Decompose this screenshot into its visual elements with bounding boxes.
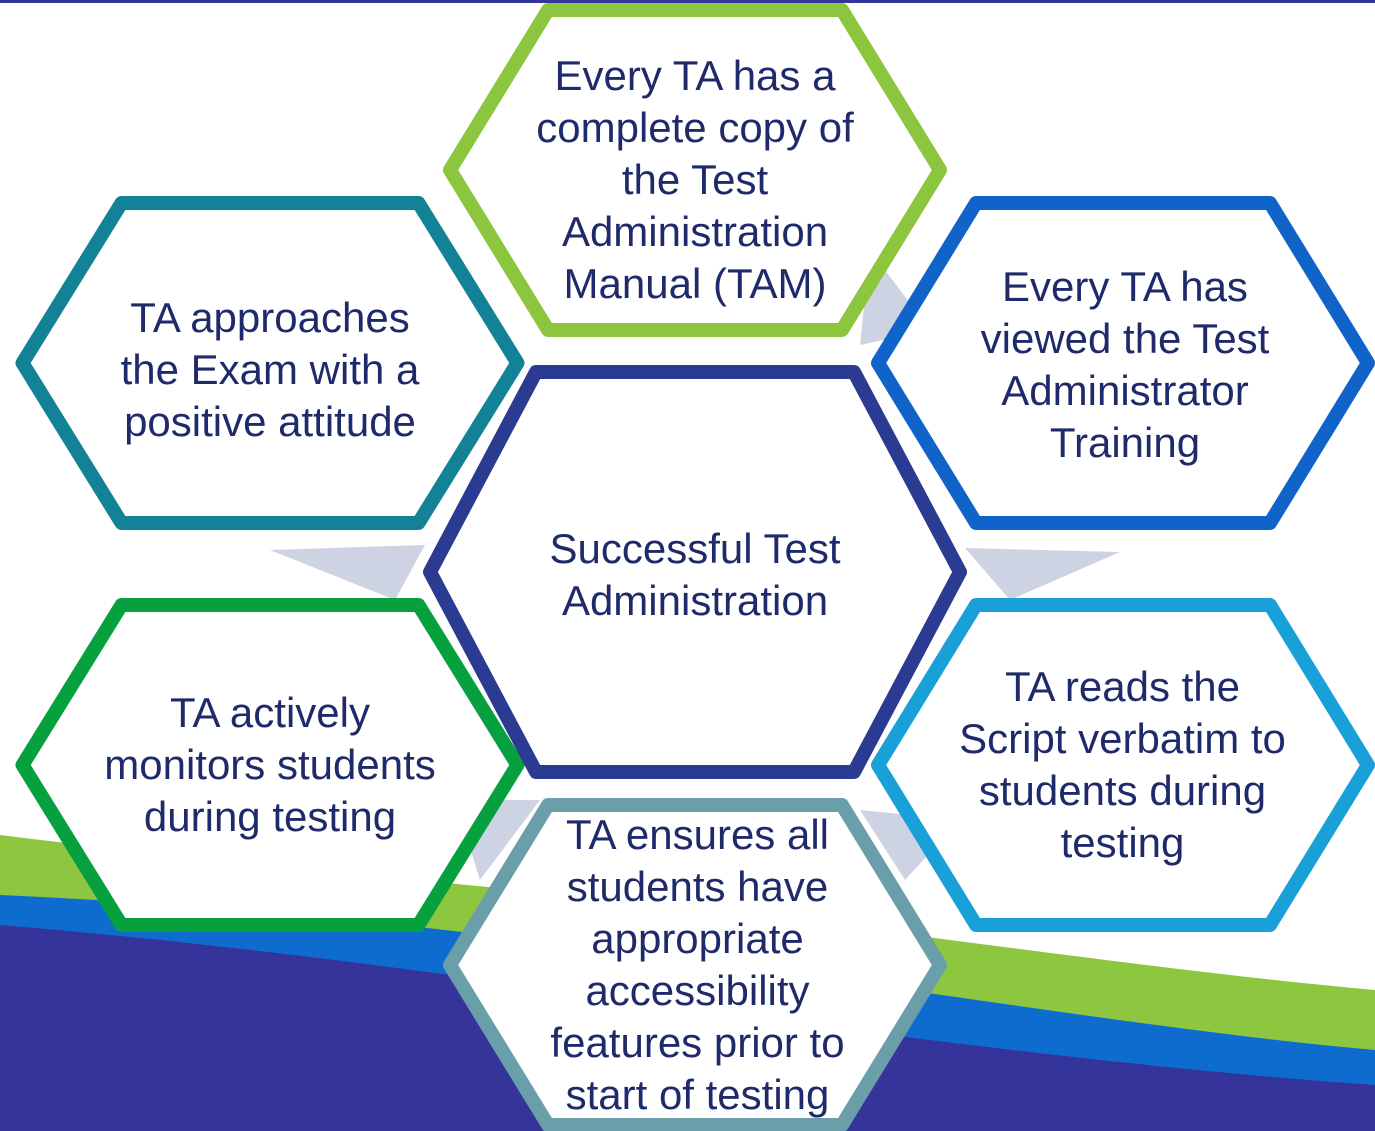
hex-label-lower-left: TA actively monitors students during tes… (104, 689, 436, 840)
hex-label-top: Every TA has a complete copy of the Test… (536, 52, 854, 307)
hexagon-center (423, 365, 967, 779)
hex-label-bottom: TA ensures all students have appropriate… (550, 811, 845, 1118)
top-bar (0, 0, 1375, 3)
hexagon-bottom (443, 798, 947, 1131)
hexagon-group (15, 3, 1375, 1131)
hexagon-lower-left (15, 598, 525, 932)
hex-label-upper-right: Every TA has viewed the Test Administrat… (980, 263, 1270, 466)
connector-wedge-3 (965, 548, 1120, 600)
hex-label-upper-left: TA approaches the Exam with a positive a… (120, 294, 420, 445)
hexagon-lower-right (871, 598, 1375, 932)
hex-label-center: Successful Test Administration (549, 525, 841, 624)
hexagon-upper-left (15, 196, 525, 530)
hexagon-upper-right (871, 196, 1375, 530)
hexagon-top (443, 3, 947, 337)
hex-label-lower-right: TA reads the Script verbatim to students… (959, 663, 1286, 866)
connector-wedge-2 (270, 545, 425, 600)
